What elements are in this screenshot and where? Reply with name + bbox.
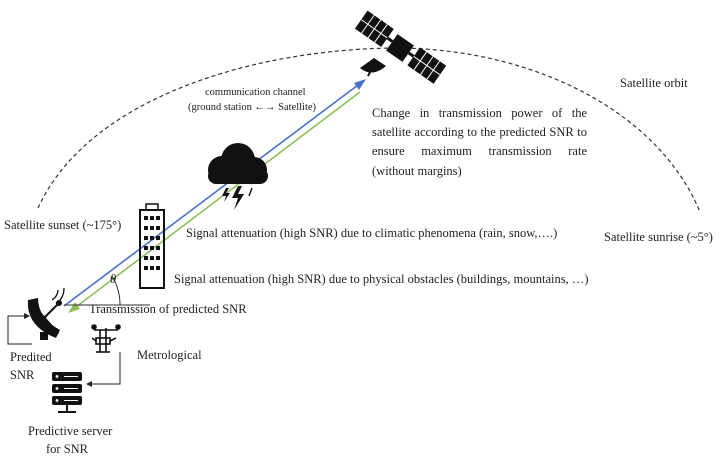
uplink-line: [63, 81, 363, 307]
server-label-line2: for SNR: [46, 442, 89, 456]
angle-arc: [111, 275, 121, 306]
obstacle-attenuation-label: Signal attenuation (high SNR) due to phy…: [174, 272, 589, 286]
satellite-sunrise-label: Satellite sunrise (~5°): [604, 230, 713, 244]
channel-label-line2: (ground station ←→ Satellite): [188, 102, 317, 113]
metrological-label: Metrological: [137, 348, 202, 362]
predicted-snr-line1: Predited: [10, 350, 52, 364]
dish-antenna-icon: [27, 287, 65, 340]
satellite-sunset-label: Satellite sunset (~175°): [4, 218, 122, 232]
server-label-line1: Predictive server: [28, 424, 113, 438]
weather-station-icon: [91, 324, 121, 353]
feedback-arrowhead-right: [86, 381, 92, 387]
power-change-line1: Change in transmission power of the: [372, 106, 587, 120]
climatic-attenuation-label: Signal attenuation (high SNR) due to cli…: [186, 226, 558, 240]
uplink-arrowhead: [354, 79, 366, 90]
downlink-line: [71, 91, 361, 311]
satellite-orbit-label: Satellite orbit: [620, 76, 688, 90]
theta-label: θ: [110, 272, 117, 286]
feedback-arrowhead-left: [24, 313, 30, 319]
downlink-arrowhead: [68, 302, 80, 313]
transmission-label: Transmission of predicted SNR: [89, 302, 247, 316]
channel-label-line1: communication channel: [205, 87, 306, 98]
power-change-line2: satellite according to the predicted SNR…: [372, 125, 587, 139]
feedback-line-left: [7, 315, 32, 345]
server-icon: [52, 372, 82, 413]
power-change-line4: (without margins): [372, 164, 462, 178]
satellite-icon: [354, 10, 447, 84]
feedback-line-right: [90, 352, 121, 385]
predicted-snr-line2: SNR: [10, 368, 35, 382]
power-change-line3: ensure maximum transmission rate: [372, 144, 587, 158]
building-icon: [139, 203, 165, 289]
cloud-storm-icon: [208, 143, 268, 210]
